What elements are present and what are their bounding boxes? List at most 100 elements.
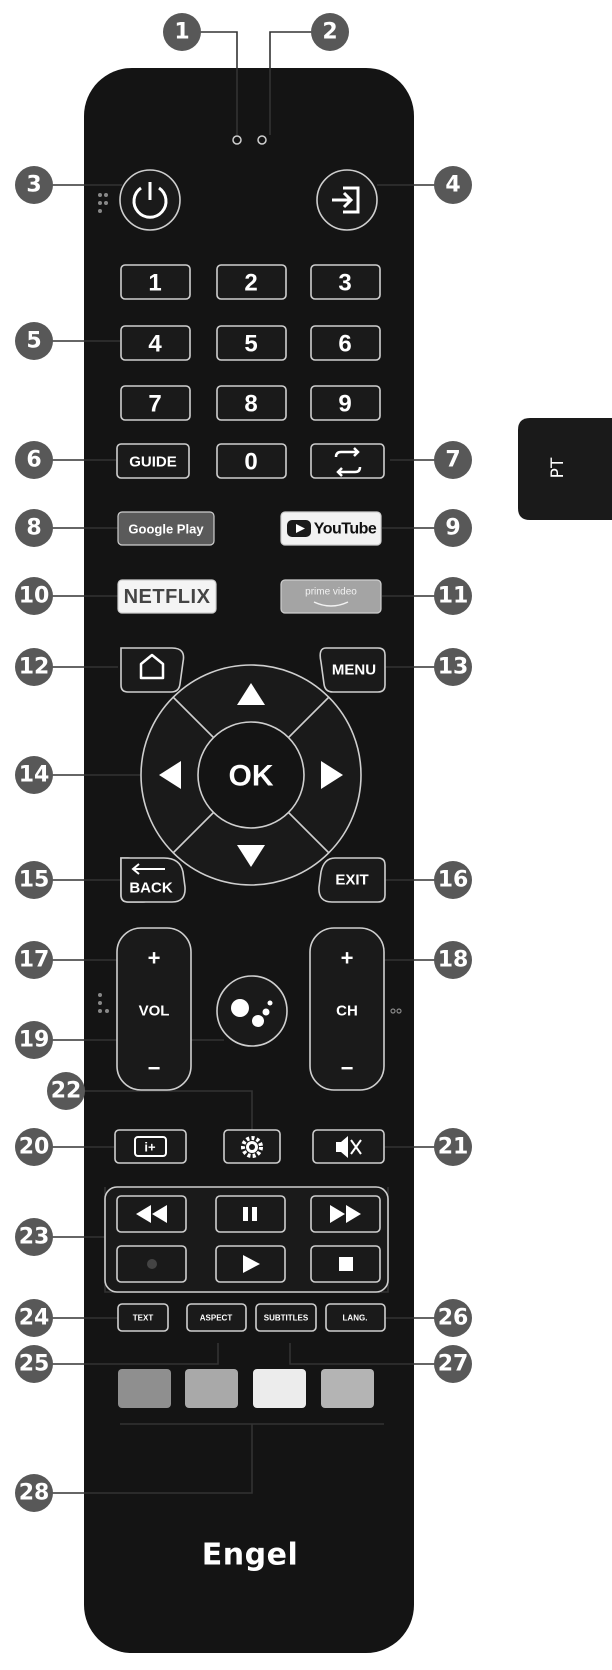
play-button[interactable] bbox=[215, 1245, 286, 1283]
svg-text:11: 11 bbox=[438, 584, 469, 609]
google-play-button[interactable]: Google Play bbox=[117, 511, 215, 546]
record-button[interactable] bbox=[116, 1245, 187, 1283]
stop-button[interactable] bbox=[310, 1245, 381, 1283]
volume-down-label[interactable]: − bbox=[148, 1056, 161, 1081]
home-icon bbox=[139, 653, 165, 680]
mute-button[interactable] bbox=[312, 1129, 385, 1164]
callout-18: 18 bbox=[434, 941, 472, 979]
callout-28: 28 bbox=[15, 1474, 53, 1512]
fast-forward-button[interactable] bbox=[310, 1195, 381, 1233]
youtube-button[interactable]: YouTube bbox=[280, 511, 382, 546]
google-assistant-button[interactable] bbox=[216, 975, 288, 1047]
color-key-2[interactable] bbox=[185, 1369, 238, 1408]
google-assistant-icon bbox=[231, 999, 273, 1027]
text-label: TEXT bbox=[133, 1314, 154, 1323]
callout-25: 25 bbox=[15, 1345, 53, 1383]
info-label: i+ bbox=[144, 1140, 156, 1155]
svg-text:4: 4 bbox=[445, 173, 460, 198]
recall-button[interactable] bbox=[310, 443, 385, 479]
key-8[interactable]: 8 bbox=[216, 385, 287, 421]
settings-button[interactable] bbox=[223, 1129, 281, 1164]
menu-button[interactable]: MENU bbox=[319, 647, 386, 693]
color-key-3[interactable] bbox=[253, 1369, 306, 1408]
svg-text:2: 2 bbox=[322, 20, 337, 45]
aspect-label: ASPECT bbox=[200, 1314, 233, 1323]
callout-11: 11 bbox=[434, 577, 472, 615]
color-key-4[interactable] bbox=[321, 1369, 374, 1408]
callout-21: 21 bbox=[434, 1128, 472, 1166]
key-0[interactable]: 0 bbox=[216, 443, 287, 479]
rewind-button[interactable] bbox=[116, 1195, 187, 1233]
callout-17: 17 bbox=[15, 941, 53, 979]
key-6[interactable]: 6 bbox=[310, 325, 381, 361]
subtitles-button[interactable]: SUBTITLES bbox=[255, 1303, 317, 1332]
home-button[interactable] bbox=[120, 647, 185, 693]
pause-button[interactable] bbox=[215, 1195, 286, 1233]
key-3-label: 3 bbox=[338, 270, 351, 297]
channel-up-label[interactable]: + bbox=[341, 946, 354, 971]
gear-icon bbox=[241, 1136, 263, 1158]
svg-text:14: 14 bbox=[19, 763, 50, 788]
callout-8: 8 bbox=[15, 509, 53, 547]
callout-3: 3 bbox=[15, 166, 53, 204]
back-arrow-icon bbox=[131, 863, 165, 875]
power-button[interactable] bbox=[119, 169, 181, 231]
svg-text:9: 9 bbox=[445, 516, 460, 541]
svg-text:12: 12 bbox=[19, 655, 50, 680]
rewind-icon bbox=[136, 1205, 167, 1223]
channel-down-label[interactable]: − bbox=[341, 1056, 354, 1081]
netflix-button[interactable]: NETFLIX bbox=[117, 579, 217, 614]
guide-button[interactable]: GUIDE bbox=[116, 443, 190, 479]
svg-text:15: 15 bbox=[19, 868, 50, 893]
callout-19: 19 bbox=[15, 1021, 53, 1059]
input-source-button[interactable] bbox=[316, 169, 378, 231]
callout-27: 27 bbox=[434, 1345, 472, 1383]
callout-7: 7 bbox=[434, 441, 472, 479]
key-3[interactable]: 3 bbox=[310, 264, 381, 300]
ok-button[interactable]: OK bbox=[229, 760, 274, 793]
key-5-label: 5 bbox=[244, 331, 257, 358]
record-icon bbox=[147, 1259, 157, 1269]
prime-video-button[interactable]: prime video bbox=[280, 579, 382, 614]
volume-rocker[interactable]: + VOL − bbox=[116, 927, 192, 1091]
navigation-pad: OK bbox=[140, 664, 362, 886]
key-7[interactable]: 7 bbox=[120, 385, 191, 421]
nav-up-button[interactable] bbox=[237, 683, 265, 705]
svg-text:28: 28 bbox=[19, 1481, 50, 1506]
indicator-led-1 bbox=[232, 135, 242, 145]
svg-text:1: 1 bbox=[174, 20, 189, 45]
aspect-button[interactable]: ASPECT bbox=[186, 1303, 247, 1332]
lang-button[interactable]: LANG. bbox=[325, 1303, 386, 1332]
key-2[interactable]: 2 bbox=[216, 264, 287, 300]
stop-icon bbox=[339, 1257, 353, 1271]
exit-button[interactable]: EXIT bbox=[318, 857, 386, 903]
text-button[interactable]: TEXT bbox=[117, 1303, 169, 1332]
channel-rocker[interactable]: + CH − bbox=[309, 927, 385, 1091]
key-9[interactable]: 9 bbox=[310, 385, 381, 421]
prime-smile-icon bbox=[313, 601, 349, 607]
braille-dots-power bbox=[98, 193, 108, 213]
menu-label: MENU bbox=[332, 662, 376, 679]
callout-20: 20 bbox=[15, 1128, 53, 1166]
svg-text:3: 3 bbox=[26, 173, 41, 198]
svg-text:24: 24 bbox=[19, 1306, 50, 1331]
volume-up-label[interactable]: + bbox=[148, 946, 161, 971]
youtube-label: YouTube bbox=[314, 521, 377, 538]
svg-text:26: 26 bbox=[438, 1306, 469, 1331]
key-4[interactable]: 4 bbox=[120, 325, 191, 361]
callout-24: 24 bbox=[15, 1299, 53, 1337]
callout-26: 26 bbox=[434, 1299, 472, 1337]
key-5[interactable]: 5 bbox=[216, 325, 287, 361]
callout-14: 14 bbox=[15, 756, 53, 794]
back-button[interactable]: BACK bbox=[120, 857, 186, 903]
nav-left-button[interactable] bbox=[159, 761, 181, 789]
lang-label: LANG. bbox=[343, 1314, 368, 1323]
nav-right-button[interactable] bbox=[321, 761, 343, 789]
nav-down-button[interactable] bbox=[237, 845, 265, 867]
svg-text:13: 13 bbox=[438, 655, 469, 680]
callout-5: 5 bbox=[15, 322, 53, 360]
info-button[interactable]: i+ bbox=[114, 1129, 187, 1164]
key-1[interactable]: 1 bbox=[120, 264, 191, 300]
color-key-1[interactable] bbox=[118, 1369, 171, 1408]
callout-4: 4 bbox=[434, 166, 472, 204]
